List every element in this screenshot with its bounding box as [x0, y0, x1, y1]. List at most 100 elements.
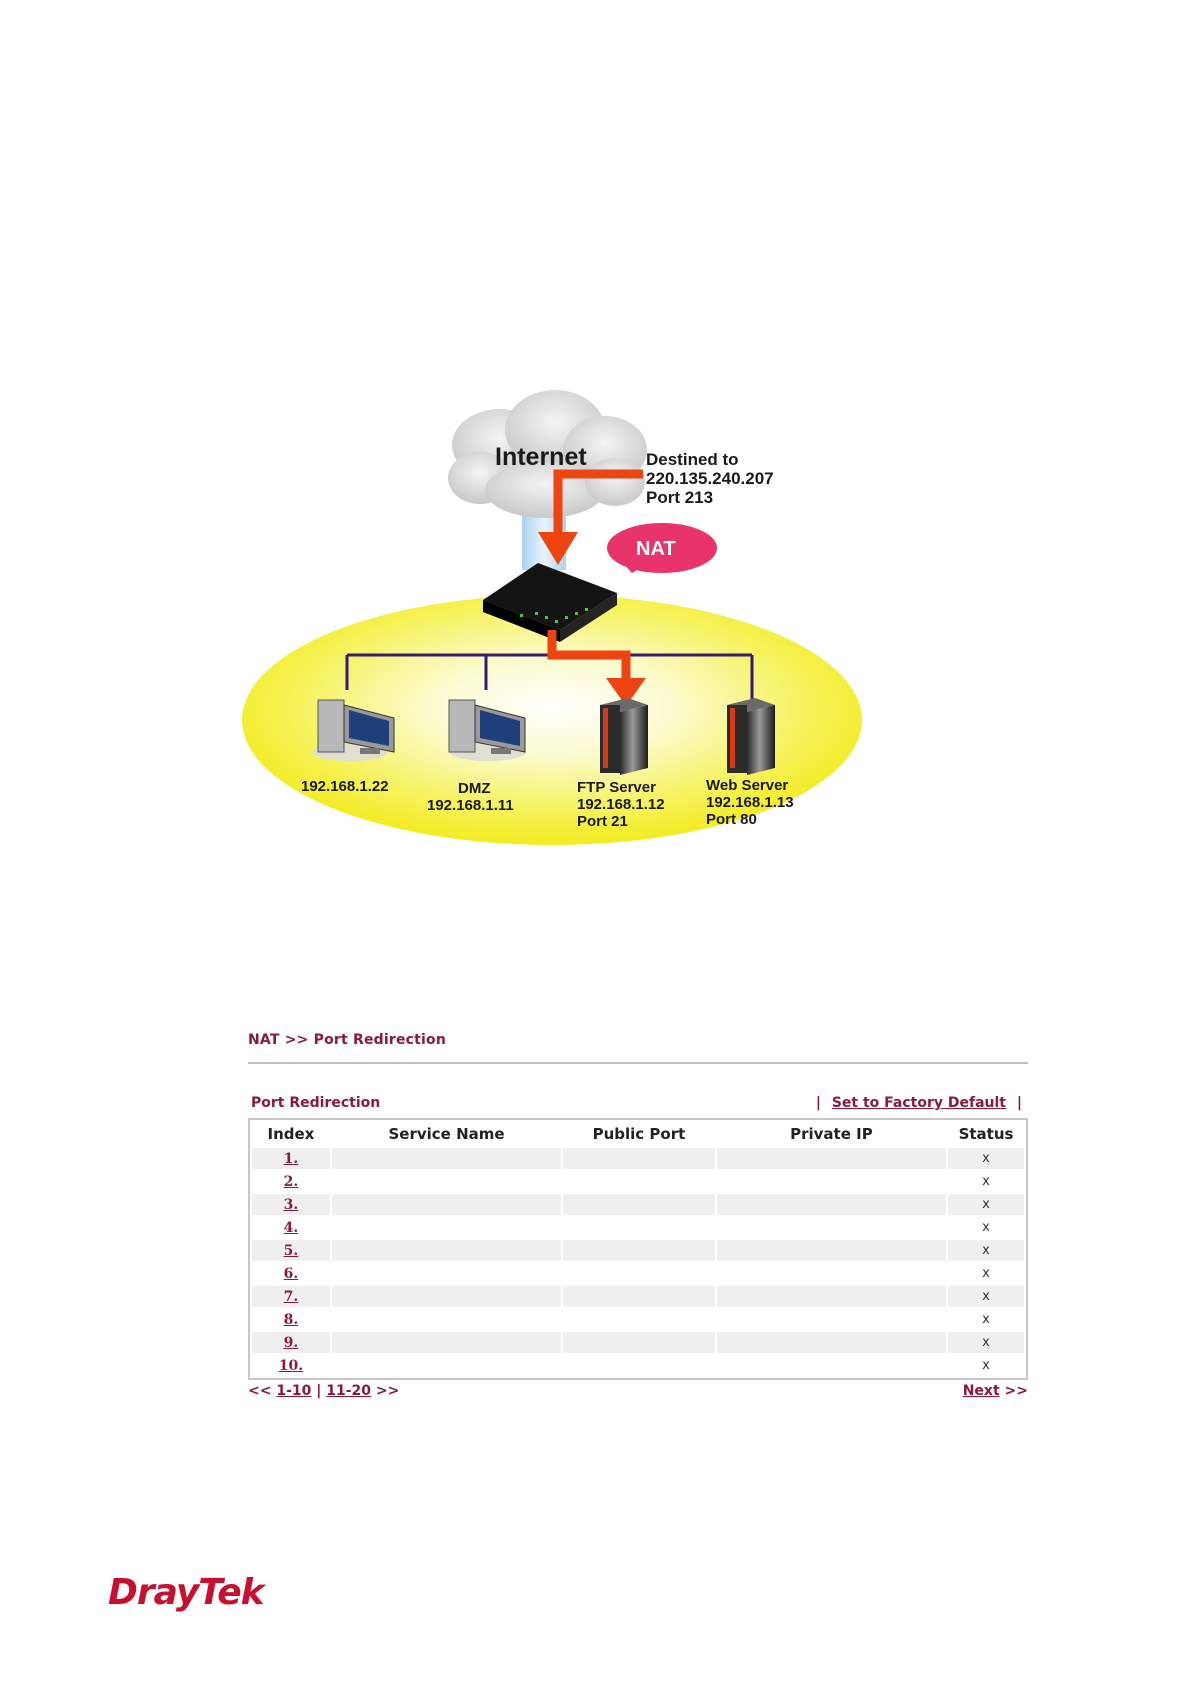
web-port-label: Port 80 — [706, 811, 757, 828]
service-name-cell — [332, 1171, 561, 1192]
public-port-cell — [563, 1240, 715, 1261]
draytek-logo: DrayTek — [108, 1572, 264, 1613]
index-link[interactable]: 8. — [284, 1312, 299, 1328]
public-port-cell — [563, 1194, 715, 1215]
service-name-cell — [332, 1148, 561, 1169]
status-cell: x — [948, 1355, 1024, 1376]
service-name-cell — [332, 1309, 561, 1330]
private-ip-cell — [717, 1286, 946, 1307]
table-row: 9. x — [252, 1332, 1024, 1353]
page-1-10-link[interactable]: 1-10 — [276, 1383, 311, 1399]
index-link[interactable]: 3. — [284, 1197, 299, 1213]
destination-line-1: Destined to — [646, 450, 739, 469]
separator: | — [816, 1095, 821, 1111]
nat-label: NAT — [636, 538, 676, 560]
page-11-20-link[interactable]: 11-20 — [326, 1383, 371, 1399]
private-ip-cell — [717, 1148, 946, 1169]
private-ip-cell — [717, 1217, 946, 1238]
service-name-cell — [332, 1332, 561, 1353]
range-next-marker: >> — [376, 1383, 399, 1399]
public-port-cell — [563, 1332, 715, 1353]
public-port-cell — [563, 1355, 715, 1376]
ftp-server-icon — [600, 698, 648, 775]
nat-port-redirection-diagram: Internet Destined to 220.135.240.207 Por… — [0, 0, 1190, 880]
internet-label: Internet — [495, 443, 587, 471]
service-name-cell — [332, 1355, 561, 1376]
status-cell: x — [948, 1240, 1024, 1261]
page-separator: | — [316, 1383, 321, 1399]
dmz-label: DMZ — [458, 780, 491, 797]
status-cell: x — [948, 1286, 1024, 1307]
prev-marker: << — [248, 1383, 271, 1399]
destination-line-2: 220.135.240.207 — [646, 469, 774, 488]
next-marker: >> — [1005, 1383, 1028, 1399]
table-row: 10. x — [252, 1355, 1024, 1376]
next-page-link[interactable]: Next — [963, 1383, 1000, 1399]
ftp-label: FTP Server — [577, 779, 656, 796]
web-server-icon — [727, 698, 775, 775]
service-name-cell — [332, 1263, 561, 1284]
private-ip-cell — [717, 1194, 946, 1215]
web-label: Web Server — [706, 777, 788, 794]
panel-title: Port Redirection — [248, 1095, 380, 1111]
private-ip-cell — [717, 1309, 946, 1330]
page-range-links: << 1-10 | 11-20 >> — [248, 1383, 399, 1399]
public-port-cell — [563, 1148, 715, 1169]
col-header-private-ip: Private IP — [717, 1122, 946, 1146]
breadcrumb: NAT >> Port Redirection — [248, 1032, 1028, 1048]
private-ip-cell — [717, 1263, 946, 1284]
table-header-row: Index Service Name Public Port Private I… — [252, 1122, 1024, 1146]
service-name-cell — [332, 1194, 561, 1215]
public-port-cell — [563, 1171, 715, 1192]
table-row: 1. x — [252, 1148, 1024, 1169]
pagination: << 1-10 | 11-20 >> Next >> — [248, 1383, 1028, 1399]
table-row: 5. x — [252, 1240, 1024, 1261]
service-name-cell — [332, 1217, 561, 1238]
index-link[interactable]: 6. — [284, 1266, 299, 1282]
table-row: 4. x — [252, 1217, 1024, 1238]
index-link[interactable]: 10. — [279, 1358, 303, 1374]
index-link[interactable]: 9. — [284, 1335, 299, 1351]
table-row: 7. x — [252, 1286, 1024, 1307]
next-page-group: Next >> — [963, 1383, 1028, 1399]
service-name-cell — [332, 1240, 561, 1261]
set-to-factory-default-link[interactable]: Set to Factory Default — [832, 1095, 1006, 1111]
separator: | — [1017, 1095, 1022, 1111]
public-port-cell — [563, 1263, 715, 1284]
table-row: 8. x — [252, 1309, 1024, 1330]
table-row: 6. x — [252, 1263, 1024, 1284]
status-cell: x — [948, 1263, 1024, 1284]
private-ip-cell — [717, 1240, 946, 1261]
service-name-cell — [332, 1286, 561, 1307]
index-link[interactable]: 4. — [284, 1220, 299, 1236]
col-header-index: Index — [252, 1122, 330, 1146]
index-link[interactable]: 5. — [284, 1243, 299, 1259]
status-cell: x — [948, 1148, 1024, 1169]
destination-line-3: Port 213 — [646, 488, 713, 507]
col-header-service-name: Service Name — [332, 1122, 561, 1146]
col-header-status: Status — [948, 1122, 1024, 1146]
index-link[interactable]: 2. — [284, 1174, 299, 1190]
private-ip-cell — [717, 1355, 946, 1376]
status-cell: x — [948, 1171, 1024, 1192]
port-redirection-panel: NAT >> Port Redirection Port Redirection… — [248, 1032, 1028, 1399]
port-redirection-table: Index Service Name Public Port Private I… — [248, 1118, 1028, 1380]
table-row: 3. x — [252, 1194, 1024, 1215]
col-header-public-port: Public Port — [563, 1122, 715, 1146]
status-cell: x — [948, 1217, 1024, 1238]
pc-ip-label: 192.168.1.22 — [301, 778, 389, 795]
factory-default-links: | Set to Factory Default | — [810, 1095, 1028, 1111]
private-ip-cell — [717, 1171, 946, 1192]
index-link[interactable]: 1. — [284, 1151, 299, 1167]
index-link[interactable]: 7. — [284, 1289, 299, 1305]
header-divider — [248, 1062, 1028, 1064]
private-ip-cell — [717, 1332, 946, 1353]
status-cell: x — [948, 1309, 1024, 1330]
ftp-ip-label: 192.168.1.12 — [577, 796, 665, 813]
public-port-cell — [563, 1217, 715, 1238]
public-port-cell — [563, 1286, 715, 1307]
status-cell: x — [948, 1194, 1024, 1215]
web-ip-label: 192.168.1.13 — [706, 794, 794, 811]
table-row: 2. x — [252, 1171, 1024, 1192]
public-port-cell — [563, 1309, 715, 1330]
